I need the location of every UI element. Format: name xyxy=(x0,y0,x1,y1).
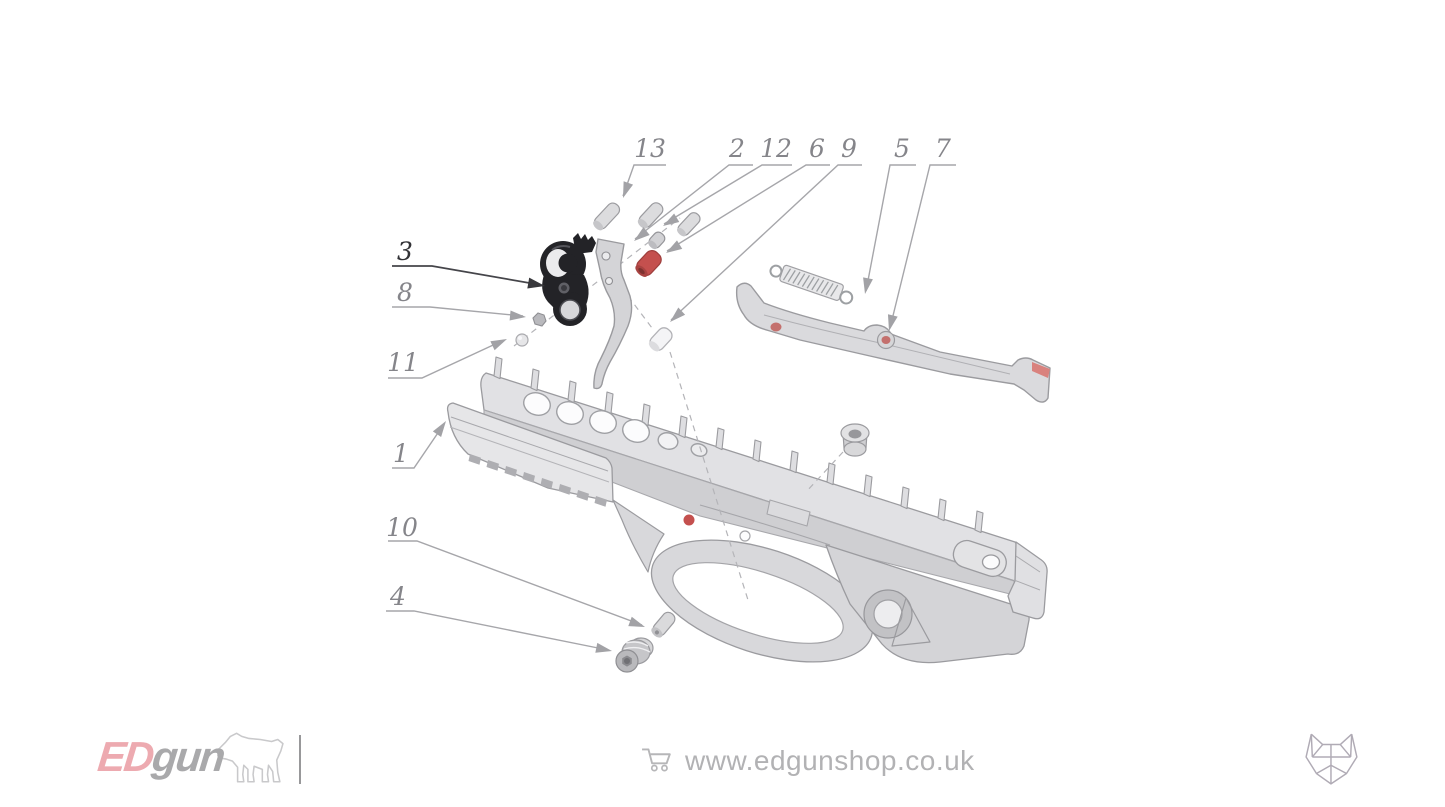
callout-label-8: 8 xyxy=(397,278,413,307)
receiver-lightening-holes xyxy=(523,392,708,457)
callout-label-3: 3 xyxy=(397,237,413,266)
edgun-logo: EDgun xyxy=(95,732,285,791)
callout-label-5: 5 xyxy=(894,134,910,163)
brand-ed-text: ED xyxy=(95,733,155,780)
fox-logo-icon xyxy=(1303,729,1361,792)
callout-label-4: 4 xyxy=(389,582,406,611)
trigger-sear-part xyxy=(540,233,596,326)
callout-leader-lines xyxy=(386,164,956,651)
red-accent-dot xyxy=(683,514,695,526)
callout-label-6: 6 xyxy=(809,134,825,163)
coil-spring-part xyxy=(769,264,854,305)
pin-parts xyxy=(515,202,701,352)
lever-red-hole xyxy=(770,322,782,332)
website-url: www.edgunshop.co.uk xyxy=(685,745,975,776)
callout-label-13: 13 xyxy=(634,134,666,163)
grommet-bushing-part xyxy=(840,423,870,457)
pin-hole xyxy=(739,530,751,542)
callout-label-12: 12 xyxy=(760,134,792,163)
guard-pin-part xyxy=(651,611,676,638)
callout-labels: 13 2 12 6 9 5 7 3 8 11 1 10 4 xyxy=(386,134,951,611)
callout-label-1: 1 xyxy=(393,439,409,468)
sear-lever-part xyxy=(735,282,1051,403)
lever-foot-red-face xyxy=(1032,362,1050,378)
brand-wordmark: EDgun xyxy=(95,733,226,780)
red-bumper-part xyxy=(635,249,662,277)
website-bar: www.edgunshop.co.uk xyxy=(641,744,975,778)
callout-leader-line-dark xyxy=(392,265,542,286)
callout-label-9: 9 xyxy=(841,134,857,163)
callout-label-2: 2 xyxy=(728,134,745,163)
receiver-housing-part xyxy=(446,356,1048,664)
white-sleeve-part xyxy=(648,327,673,352)
set-nut-part xyxy=(532,312,547,327)
plug-screw-part xyxy=(615,637,654,673)
picatinny-rail xyxy=(446,402,614,503)
callout-arrowheads xyxy=(432,181,898,653)
rail-slots xyxy=(468,454,607,507)
callout-label-7: 7 xyxy=(935,134,951,163)
brand-gun-text: gun xyxy=(149,733,226,780)
trigger-blade-part xyxy=(593,238,633,390)
lever-pivot-hole xyxy=(881,336,891,344)
trigger-guard xyxy=(650,539,874,663)
shopping-cart-icon xyxy=(641,744,673,778)
ball-bearing-part xyxy=(515,333,529,347)
callout-label-10: 10 xyxy=(386,513,418,542)
footer-divider xyxy=(299,735,301,784)
callout-label-11: 11 xyxy=(387,348,419,377)
dog-silhouette-icon xyxy=(216,728,285,791)
receiver-rib-fins xyxy=(493,356,984,534)
callout-arrowhead-dark xyxy=(527,277,545,289)
